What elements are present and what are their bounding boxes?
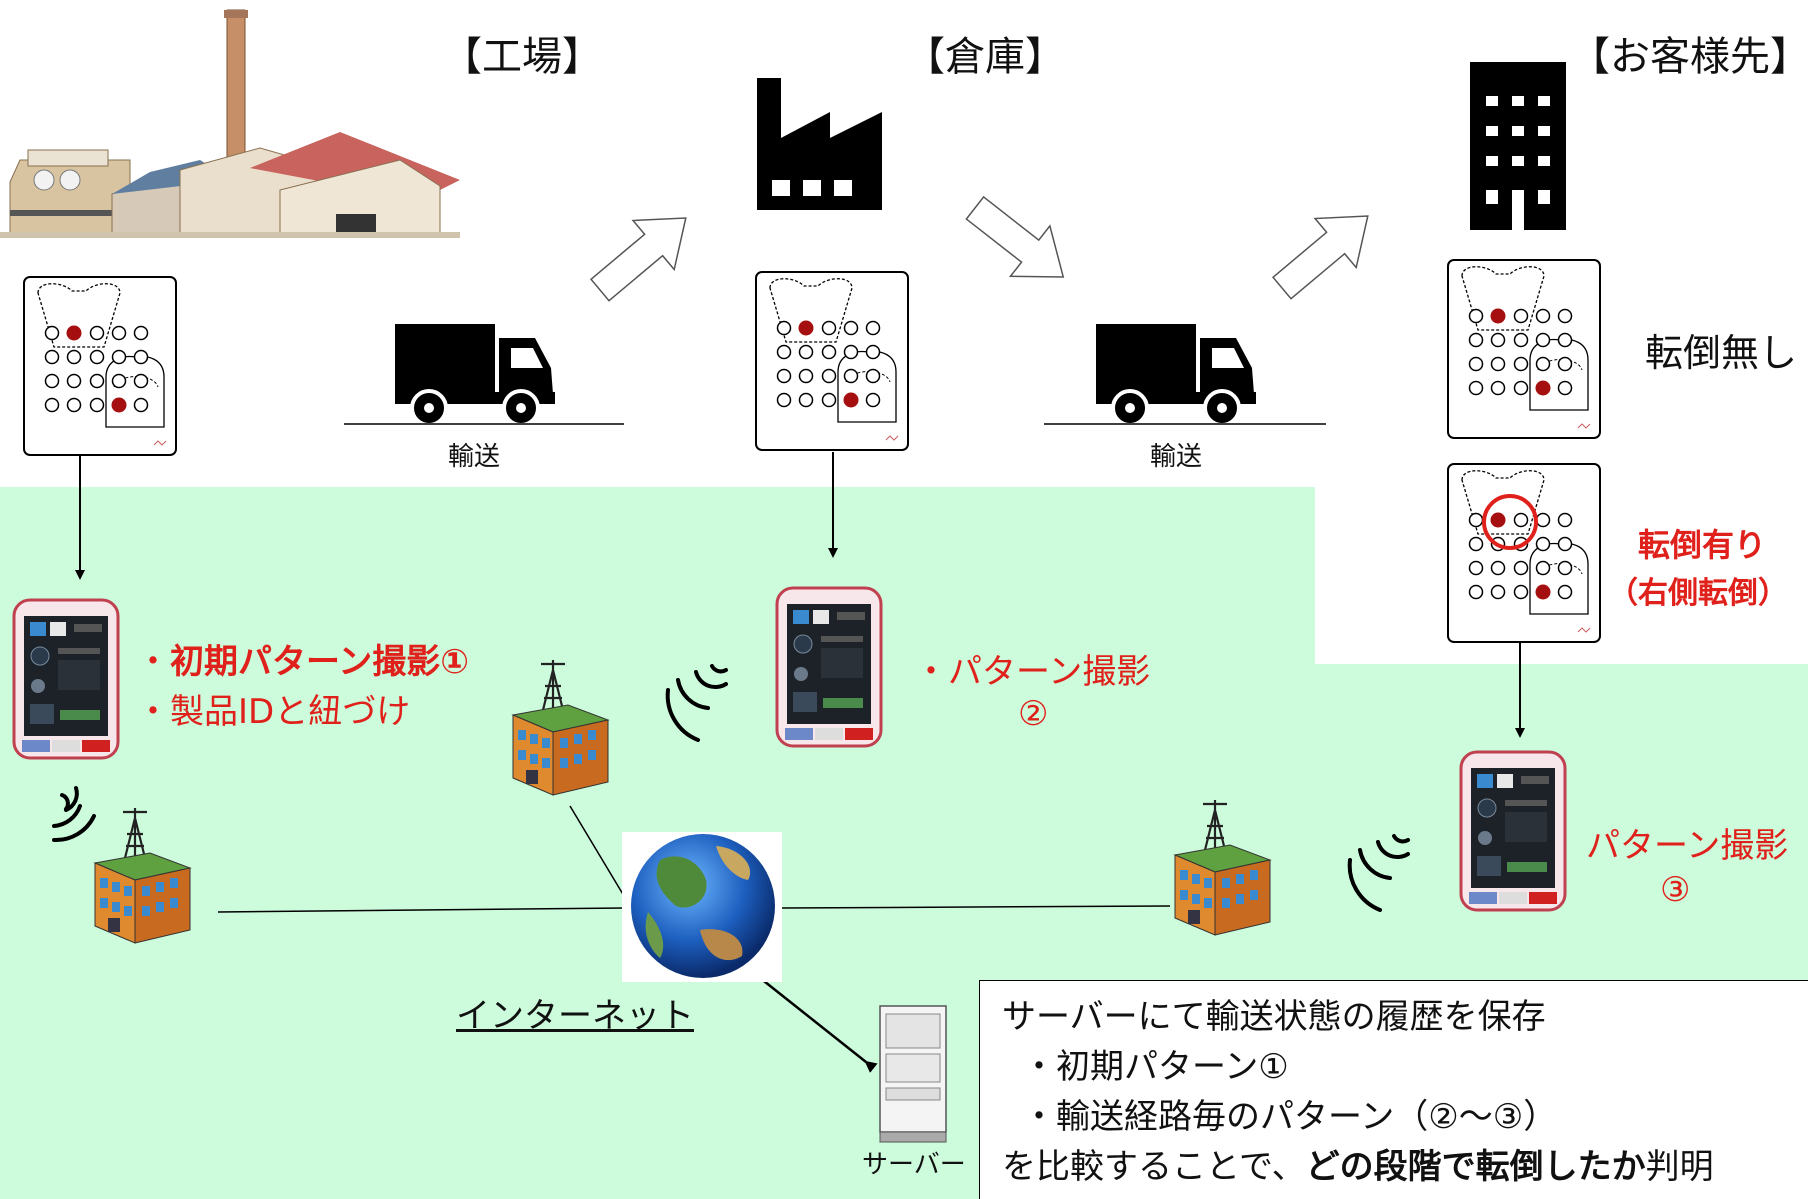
stage-title-factory: 【工場】 [442, 34, 602, 80]
summary-line4-post: 判明 [1645, 1147, 1714, 1187]
antenna-building-icon-2 [511, 658, 610, 797]
summary-line2: ・初期パターン① [1022, 1047, 1289, 1087]
indicator-card-factory [23, 276, 177, 456]
phone-icon-3 [1459, 750, 1567, 912]
summary-line4-bold2: 転倒したか [1475, 1147, 1646, 1187]
stage-title-customer: 【お客様先】 [1570, 34, 1808, 80]
summary-line4: を比較することで、どの段階で転倒したか判明 [1002, 1139, 1714, 1188]
capture-2-line2: ② [1018, 694, 1049, 734]
server-icon [879, 1005, 947, 1143]
summary-line3: ・輸送経路毎のパターン（②～③） [1022, 1097, 1558, 1137]
indicator-card-tipped [1447, 463, 1601, 643]
network-lines [217, 805, 1171, 913]
capture-1-line2: ・製品IDと紐づけ [136, 692, 411, 732]
server-link-arrow [738, 959, 878, 1073]
wireless-signal-icon-2 [665, 664, 728, 742]
transport-label-1: 輸送 [448, 442, 501, 472]
summary-box: サーバーにて輸送状態の履歴を保存 ・初期パターン① ・輸送経路毎のパターン（②～… [979, 980, 1808, 1199]
customer-building-icon [1470, 62, 1566, 230]
warehouse-icon [757, 78, 882, 210]
capture-3-line2: ③ [1660, 870, 1691, 910]
flow-arrow-1 [578, 192, 708, 316]
truck-icon-1 [393, 322, 557, 427]
capture-3-line1: パターン撮影 [1586, 826, 1789, 866]
phone-icon-2 [775, 586, 883, 748]
indicator-card-no-tip [1447, 259, 1601, 439]
capture-1-line1: ・初期パターン撮影① [136, 634, 469, 683]
phone-icon-1 [12, 598, 120, 760]
wireless-signal-icon-3 [1347, 834, 1410, 912]
internet-label: インターネット [456, 996, 694, 1036]
stage-title-warehouse: 【倉庫】 [905, 34, 1065, 80]
result-tipped-detail: （右側転倒） [1608, 576, 1788, 611]
flow-arrow-3 [1260, 190, 1390, 314]
transport-label-2: 輸送 [1150, 442, 1203, 472]
result-no-tip: 転倒無し [1645, 331, 1798, 375]
globe-icon [622, 832, 782, 982]
antenna-building-icon-3 [1173, 798, 1272, 937]
summary-line4-pre: を比較することで、 [1002, 1147, 1306, 1187]
wireless-signal-icon-1 [52, 786, 96, 843]
flow-arrow-2 [954, 182, 1084, 303]
summary-line4-bold1: どの段階で [1305, 1147, 1476, 1187]
result-tipped: 転倒有り [1638, 526, 1767, 564]
capture-1-bullet: ・ [136, 642, 170, 682]
truck-icon-2 [1094, 322, 1258, 427]
indicator-card-warehouse [755, 271, 909, 451]
capture-1-initial-pattern: 初期パターン撮影① [170, 642, 470, 682]
capture-2-line1: ・パターン撮影 [914, 652, 1151, 692]
tip-highlight-circle [1482, 494, 1538, 550]
antenna-building-icon-1 [93, 806, 192, 945]
summary-line1: サーバーにて輸送状態の履歴を保存 [1002, 997, 1546, 1037]
factory-icon [0, 9, 460, 238]
server-label: サーバー [862, 1150, 966, 1180]
